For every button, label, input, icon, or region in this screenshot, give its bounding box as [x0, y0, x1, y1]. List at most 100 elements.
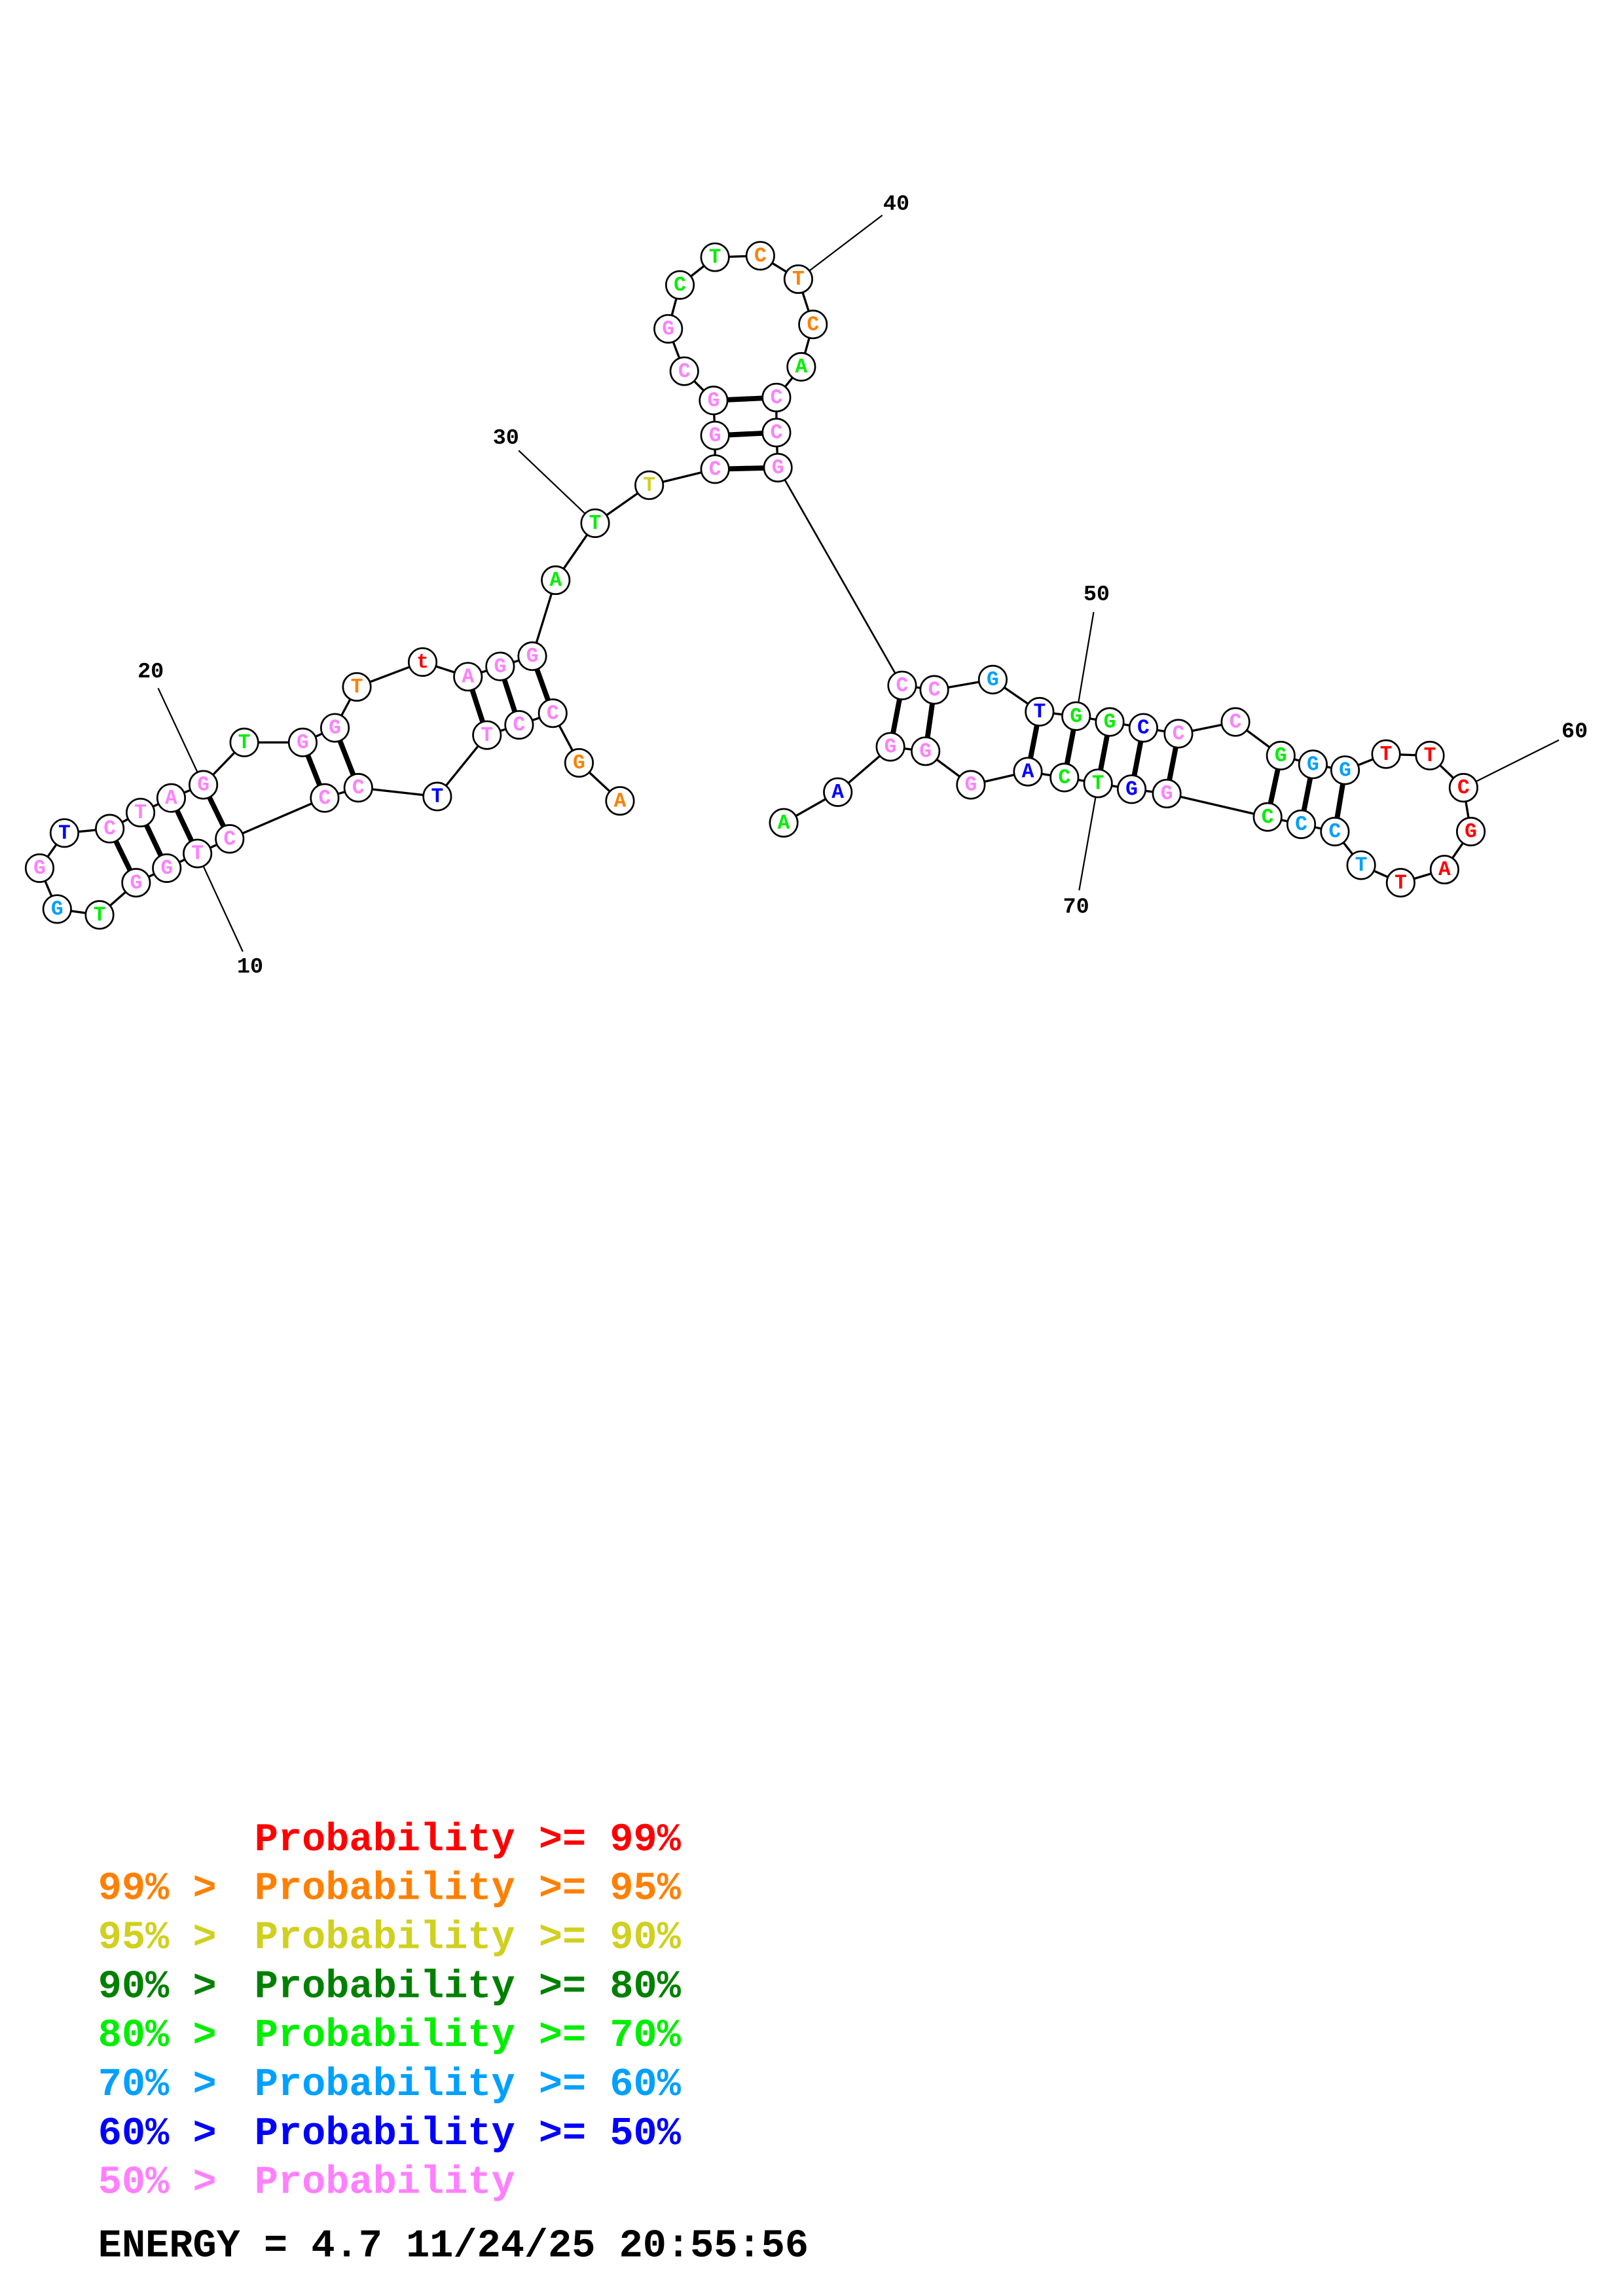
- position-label: 70: [1063, 895, 1089, 920]
- nucleotide-circle: [783, 264, 813, 295]
- nucleotide: G: [1266, 740, 1296, 770]
- nucleotide: G: [152, 853, 182, 883]
- nucleotide: C: [1128, 713, 1158, 743]
- nucleotide-letter: C: [678, 361, 691, 384]
- nucleotide-circle: [95, 814, 125, 844]
- position-leader-line: [1075, 612, 1095, 717]
- legend-entry: 80% > Probability >= 70%: [98, 2014, 682, 2058]
- nucleotide: C: [310, 783, 340, 813]
- nucleotide: G: [911, 736, 941, 766]
- nucleotide-circle: [769, 808, 799, 838]
- nucleotide-letter: C: [807, 314, 819, 336]
- nucleotide: T: [1025, 696, 1055, 727]
- nucleotide: A: [453, 662, 483, 692]
- nucleotide: C: [665, 270, 695, 300]
- nucleotide-letter: G: [573, 752, 585, 775]
- position-leader-line: [196, 853, 244, 952]
- nucleotide-circle: [538, 698, 568, 728]
- nucleotide: G: [485, 651, 515, 681]
- nucleotide: T: [1346, 850, 1376, 880]
- nucleotide-letter: C: [513, 714, 526, 737]
- nucleotide-circle: [653, 314, 684, 344]
- nucleotide: C: [1286, 809, 1317, 839]
- nucleotide-circle: [699, 386, 729, 416]
- nucleotide: T: [783, 264, 813, 295]
- nucleotide-letter: G: [1070, 706, 1082, 728]
- nucleotide-letter: C: [1137, 717, 1150, 740]
- energy-footer: ENERGY = 4.7 11/24/25 20:55:56: [98, 2225, 809, 2269]
- nucleotide-circle: [215, 824, 245, 854]
- nucleotide-letter: T: [1092, 772, 1104, 795]
- nucleotide-circle: [919, 675, 949, 705]
- nucleotide: T: [1083, 768, 1113, 798]
- nucleotide-letter: G: [919, 740, 932, 763]
- nucleotide-letter: C: [1457, 777, 1470, 800]
- nucleotide: T: [84, 900, 115, 930]
- nucleotide-letter: t: [416, 651, 429, 674]
- nucleotide-letter: G: [1125, 778, 1138, 801]
- position-label: 10: [237, 955, 263, 980]
- nucleotide-circle: [189, 770, 219, 800]
- nucleotide: G: [1152, 778, 1182, 809]
- nucleotide-circle: [1456, 817, 1486, 847]
- nucleotide-letter: C: [1262, 806, 1274, 829]
- nucleotide-letter: G: [33, 857, 46, 880]
- nucleotide-circle: [126, 797, 156, 828]
- nucleotide: G: [564, 748, 594, 778]
- nucleotide: A: [605, 786, 635, 816]
- nucleotide: A: [1013, 757, 1043, 787]
- nucleotide-letter: A: [1022, 761, 1034, 784]
- nucleotide-letter: G: [160, 857, 173, 880]
- nucleotide: G: [319, 713, 350, 743]
- legend-text: Probability >= 70%: [255, 2014, 682, 2058]
- nucleotide: G: [1298, 749, 1328, 780]
- backbone-segment: [229, 797, 325, 840]
- nucleotide-circle: [605, 786, 635, 816]
- nucleotide-circle: [761, 418, 792, 448]
- nucleotide: T: [700, 242, 730, 272]
- nucleotide-circle: [183, 838, 213, 869]
- nucleotide-letter: T: [792, 268, 805, 291]
- nucleotide-circle: [977, 664, 1008, 694]
- legend-entry: Probability >= 99%: [255, 1818, 682, 1863]
- nucleotide-letter: T: [191, 843, 204, 866]
- nucleotide: G: [517, 641, 547, 672]
- nucleotide-letter: T: [1424, 745, 1436, 768]
- nucleotide-circle: [700, 242, 730, 272]
- legend-prefix: 99% >: [98, 1867, 240, 1912]
- nucleotide-letter: T: [589, 512, 602, 535]
- nucleotide-circle: [310, 783, 340, 813]
- backbone-segment: [1166, 792, 1268, 818]
- nucleotide: C: [798, 310, 828, 340]
- nucleotide-letter: C: [1173, 723, 1185, 746]
- nucleotide-letter: G: [51, 899, 64, 922]
- nucleotide-circle: [49, 818, 80, 848]
- nucleotide-circle: [564, 748, 594, 778]
- nucleotide-circle: [1385, 868, 1415, 898]
- nucleotide-circle: [956, 770, 986, 800]
- nucleotide: G: [42, 894, 72, 924]
- nucleotide-circle: [1013, 757, 1043, 787]
- nucleotide-letter: C: [352, 777, 365, 800]
- nucleotide-letter: T: [1395, 872, 1407, 895]
- nucleotide-letter: G: [1275, 745, 1287, 768]
- nucleotide-letter: C: [771, 422, 783, 445]
- nucleotide-circle: [700, 420, 730, 450]
- nucleotide-circle: [669, 356, 699, 386]
- nucleotide-letter: A: [614, 790, 627, 813]
- nucleotide: C: [1448, 773, 1478, 803]
- nucleotide: G: [977, 664, 1008, 694]
- nucleotide-letter: T: [134, 802, 147, 825]
- nucleotide-letter: C: [1230, 711, 1242, 734]
- nucleotide-letter: T: [238, 732, 251, 755]
- position-label: 40: [883, 192, 909, 217]
- nucleotide-circle: [1371, 739, 1401, 769]
- nucleotide-letter: A: [549, 569, 562, 592]
- nucleotide: t: [407, 647, 438, 677]
- nucleotide-letter: T: [481, 725, 493, 747]
- legend-prefix: 60% >: [98, 2112, 240, 2157]
- nucleotide: G: [1116, 774, 1147, 804]
- position-leader-line: [157, 687, 204, 785]
- nucleotide-circle: [1083, 768, 1113, 798]
- nucleotide-letter: A: [165, 787, 177, 810]
